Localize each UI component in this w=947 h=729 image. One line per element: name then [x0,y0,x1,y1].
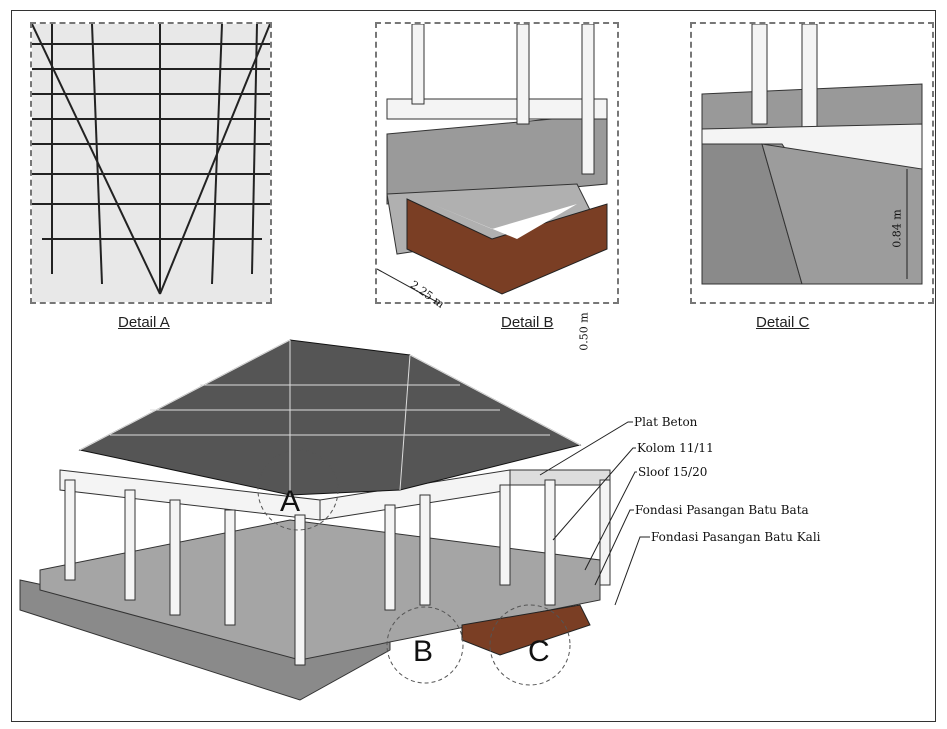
brick-foundation-illustration [377,24,608,302]
marker-b: B [413,635,434,668]
stone-foundation-illustration [701,24,923,285]
detail-b-caption: Detail B [501,314,554,331]
roof-truss-illustration [32,24,270,302]
label-fondasi-batu-kali: Fondasi Pasangan Batu Kali [651,530,821,544]
label-sloof: Sloof 15/20 [638,465,708,479]
label-plat-beton: Plat Beton [634,415,698,429]
label-kolom: Kolom 11/11 [637,441,714,455]
marker-c: C [528,635,550,668]
marker-a: A [280,485,301,518]
label-fondasi-batu-bata: Fondasi Pasangan Batu Bata [635,503,809,517]
detail-a-caption: Detail A [118,314,170,331]
detail-c-panel [690,22,934,304]
detail-a-panel [30,22,272,304]
detail-c-caption: Detail C [756,314,810,331]
detail-b-panel [375,22,619,304]
drawing-border [11,10,936,722]
